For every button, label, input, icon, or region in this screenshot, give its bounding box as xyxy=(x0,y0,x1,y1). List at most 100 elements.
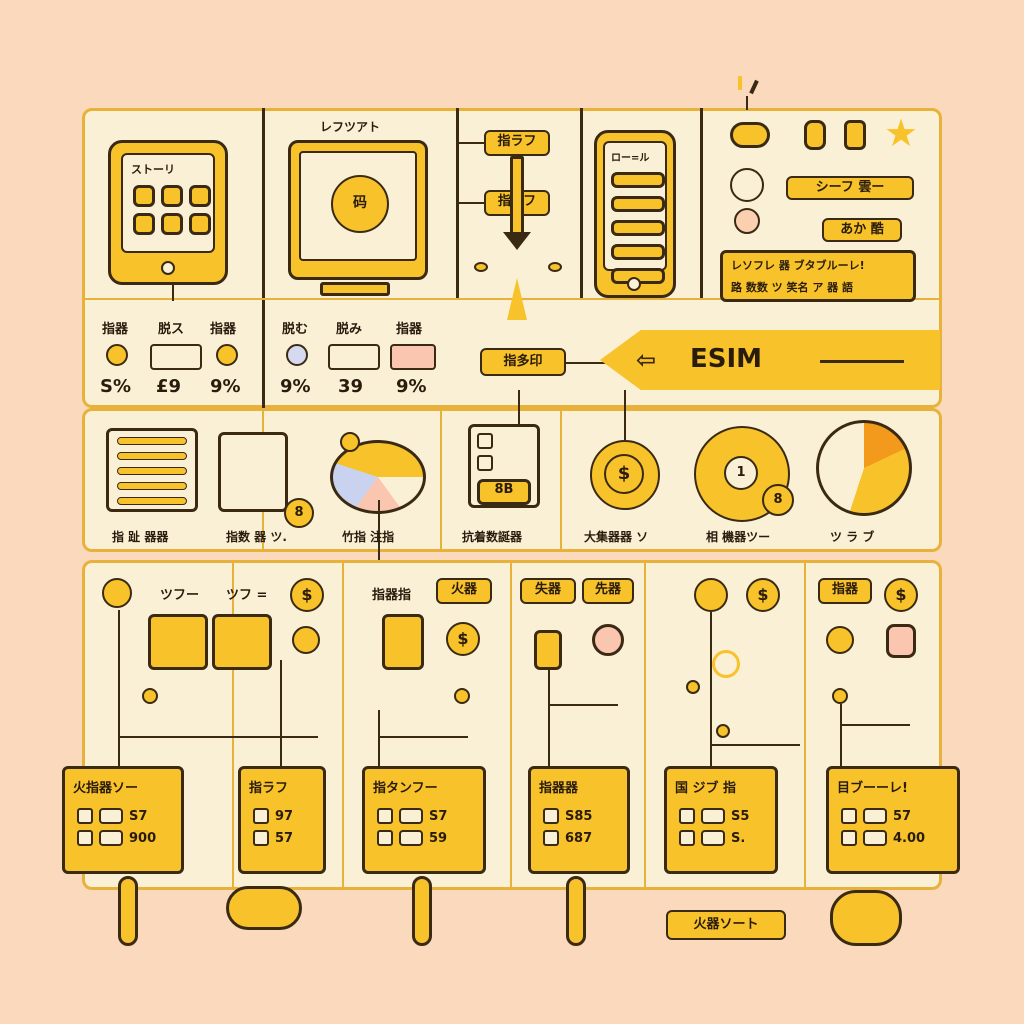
mid-caption: 大集器器 ソ xyxy=(584,530,649,544)
mid-caption: 抗着数誕器 xyxy=(462,530,523,544)
card-value: 687 xyxy=(565,830,593,846)
chat-icon[interactable] xyxy=(212,614,272,670)
phone-row[interactable] xyxy=(611,220,665,236)
card-title: 目ブーーレ! xyxy=(837,781,908,796)
card-value: 97 xyxy=(275,808,294,824)
tablet-label: ストーリ xyxy=(131,163,175,176)
app-tile[interactable] xyxy=(189,213,211,235)
home-button-icon[interactable] xyxy=(161,261,175,275)
app-tile[interactable] xyxy=(189,185,211,207)
lane-tag[interactable]: 火器 xyxy=(436,578,492,604)
card-value: 59 xyxy=(429,830,448,846)
phone-label: ロー=ル xyxy=(611,153,650,164)
list-icon[interactable] xyxy=(218,432,288,512)
app-tile[interactable] xyxy=(133,185,155,207)
tablet-device[interactable]: ストーリ xyxy=(108,140,228,285)
lane-card[interactable]: 国 ジブ 指 S5 S. xyxy=(664,766,778,874)
coin-chart-icon[interactable]: $ xyxy=(590,440,660,510)
coin-symbol: $ xyxy=(617,463,631,484)
connector xyxy=(710,612,712,770)
location-icon xyxy=(694,578,728,612)
connector xyxy=(172,285,174,301)
app-tile[interactable] xyxy=(133,213,155,235)
card-title: 指ラフ xyxy=(249,781,289,796)
card-title: 指器器 xyxy=(539,781,579,796)
divider xyxy=(510,560,512,890)
dollar-icon: $ xyxy=(290,578,324,612)
divider xyxy=(560,408,562,552)
folder-icon[interactable] xyxy=(148,614,208,670)
footer-post xyxy=(566,876,586,946)
document-icon[interactable] xyxy=(106,428,198,512)
stat-value: 9% xyxy=(210,376,241,397)
checklist-icon[interactable]: 8B xyxy=(468,424,540,508)
speech-icon xyxy=(328,344,380,370)
settings-label-3: レソフレ 器 ブタブルーレ! xyxy=(731,259,865,272)
settings-card[interactable]: レソフレ 器 ブタブルーレ! 路 数数 ツ 笑名 ア 器 語 xyxy=(720,250,916,302)
lane-tag[interactable]: 指器 xyxy=(818,578,872,604)
lane-tag[interactable]: 失器 xyxy=(520,578,576,604)
bottom-panel xyxy=(82,560,942,890)
lane-head: ツフ = xyxy=(226,588,268,603)
settings-label-1[interactable]: シーフ 雲ー xyxy=(786,176,914,200)
dollar-icon: $ xyxy=(446,622,480,656)
monitor-center: 码 xyxy=(353,195,367,211)
connector xyxy=(840,704,842,770)
footer-label[interactable]: 火器ソート xyxy=(666,910,786,940)
phone-row[interactable] xyxy=(611,244,665,260)
monitor-device[interactable]: 码 xyxy=(288,140,428,280)
pie-chart-icon[interactable] xyxy=(816,420,912,516)
lane-card[interactable]: 指器器 S85 687 xyxy=(528,766,630,874)
connector xyxy=(378,710,380,770)
app-tile[interactable] xyxy=(161,185,183,207)
lane-card[interactable]: 指タンフー S7 59 xyxy=(362,766,486,874)
star-icon: ★ xyxy=(884,111,919,155)
node-dot xyxy=(686,680,700,694)
lane-card[interactable]: 火指器ソー S7 900 xyxy=(62,766,184,874)
dollar-icon: $ xyxy=(746,578,780,612)
arrow-up-icon xyxy=(507,278,527,320)
coin-icon xyxy=(826,626,854,654)
settings-label-2[interactable]: あか 酷 xyxy=(822,218,902,242)
card-value: S7 xyxy=(129,808,148,824)
sun-icon xyxy=(712,650,740,678)
alert-icon xyxy=(749,79,759,95)
divider xyxy=(644,560,646,890)
stat-value: 9% xyxy=(396,376,427,397)
card-value: 57 xyxy=(275,830,294,846)
connector xyxy=(840,724,910,726)
flow-button-bottom[interactable]: 指多印 xyxy=(480,348,566,376)
divider xyxy=(262,108,265,408)
card-title: 指タンフー xyxy=(373,781,438,796)
connector xyxy=(378,736,468,738)
app-tile[interactable] xyxy=(161,213,183,235)
lane-card[interactable]: 指ラフ 97 57 xyxy=(238,766,326,874)
mid-caption: 相 機器ツー xyxy=(706,530,771,544)
gift-icon[interactable] xyxy=(592,624,624,656)
pin-icon xyxy=(340,432,360,452)
phone-row[interactable] xyxy=(611,196,665,212)
stat-label: 指器 xyxy=(102,322,129,337)
divider xyxy=(700,108,703,298)
connector xyxy=(518,390,520,424)
connector xyxy=(548,704,618,706)
lane-card[interactable]: 目ブーーレ! 57 4.00 xyxy=(826,766,960,874)
card-value: S5 xyxy=(731,808,750,824)
footer-post xyxy=(118,876,138,946)
stat-label: 指器 xyxy=(210,322,237,337)
tag-icon xyxy=(844,120,866,150)
lane-tag[interactable]: 先器 xyxy=(582,578,634,604)
phone-device[interactable]: ロー=ル xyxy=(594,130,676,298)
home-button-icon[interactable] xyxy=(627,277,641,291)
bag-icon[interactable] xyxy=(534,630,562,670)
stat-value: S% xyxy=(100,376,131,397)
card-value: 4.00 xyxy=(893,830,926,846)
phone-icon[interactable] xyxy=(382,614,424,670)
flow-button-top[interactable]: 指ラフ xyxy=(484,130,550,156)
stat-label: 脱む xyxy=(282,322,309,337)
arrow-down-icon xyxy=(503,232,531,250)
list-badge: 8 xyxy=(284,498,314,528)
phone-row[interactable] xyxy=(611,172,665,188)
card-value: 900 xyxy=(129,830,157,846)
lock-icon xyxy=(734,208,760,234)
